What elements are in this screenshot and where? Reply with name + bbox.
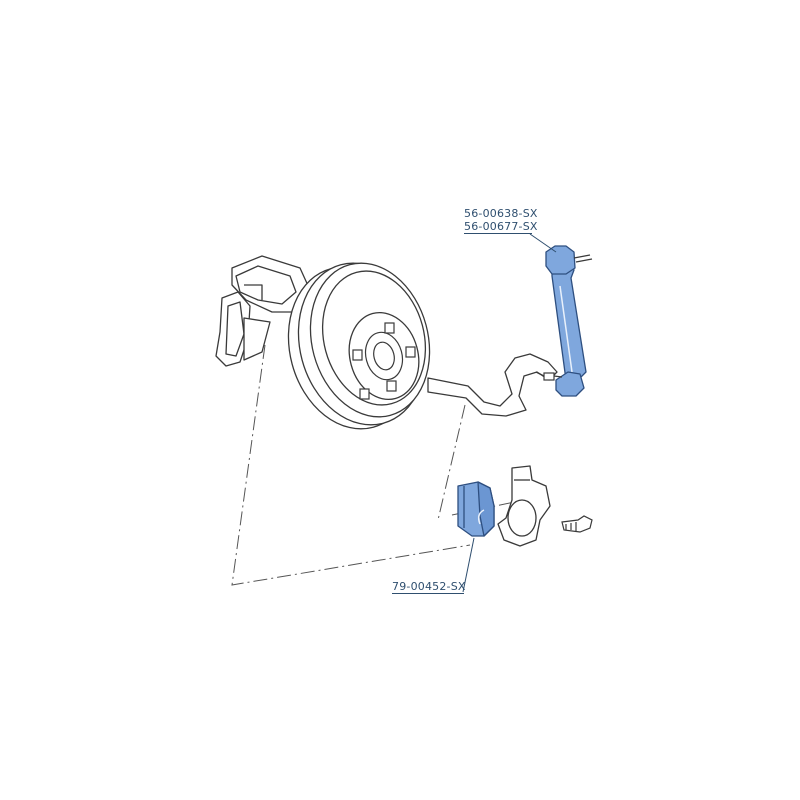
callout-stabilizer-link-part-b: 56-00677-SX bbox=[464, 220, 538, 233]
knuckle-bracket bbox=[215, 255, 311, 367]
callout-leaders bbox=[462, 233, 557, 593]
link-bolt bbox=[543, 372, 563, 381]
stabilizer-bushing bbox=[457, 481, 495, 537]
callout-underline-bushing bbox=[392, 593, 464, 594]
wheel-hub bbox=[352, 322, 416, 400]
stabilizer-link bbox=[545, 245, 593, 397]
callout-underline-link bbox=[464, 233, 532, 234]
brake-drum bbox=[287, 262, 431, 430]
callout-stabilizer-link-part-a: 56-00638-SX bbox=[464, 207, 538, 220]
bushing-clamp bbox=[497, 465, 551, 547]
callout-stabilizer-bushing-part: 79-00452-SX bbox=[392, 580, 466, 593]
stabilizer-bar bbox=[427, 353, 558, 417]
clamp-bolt bbox=[561, 515, 593, 533]
